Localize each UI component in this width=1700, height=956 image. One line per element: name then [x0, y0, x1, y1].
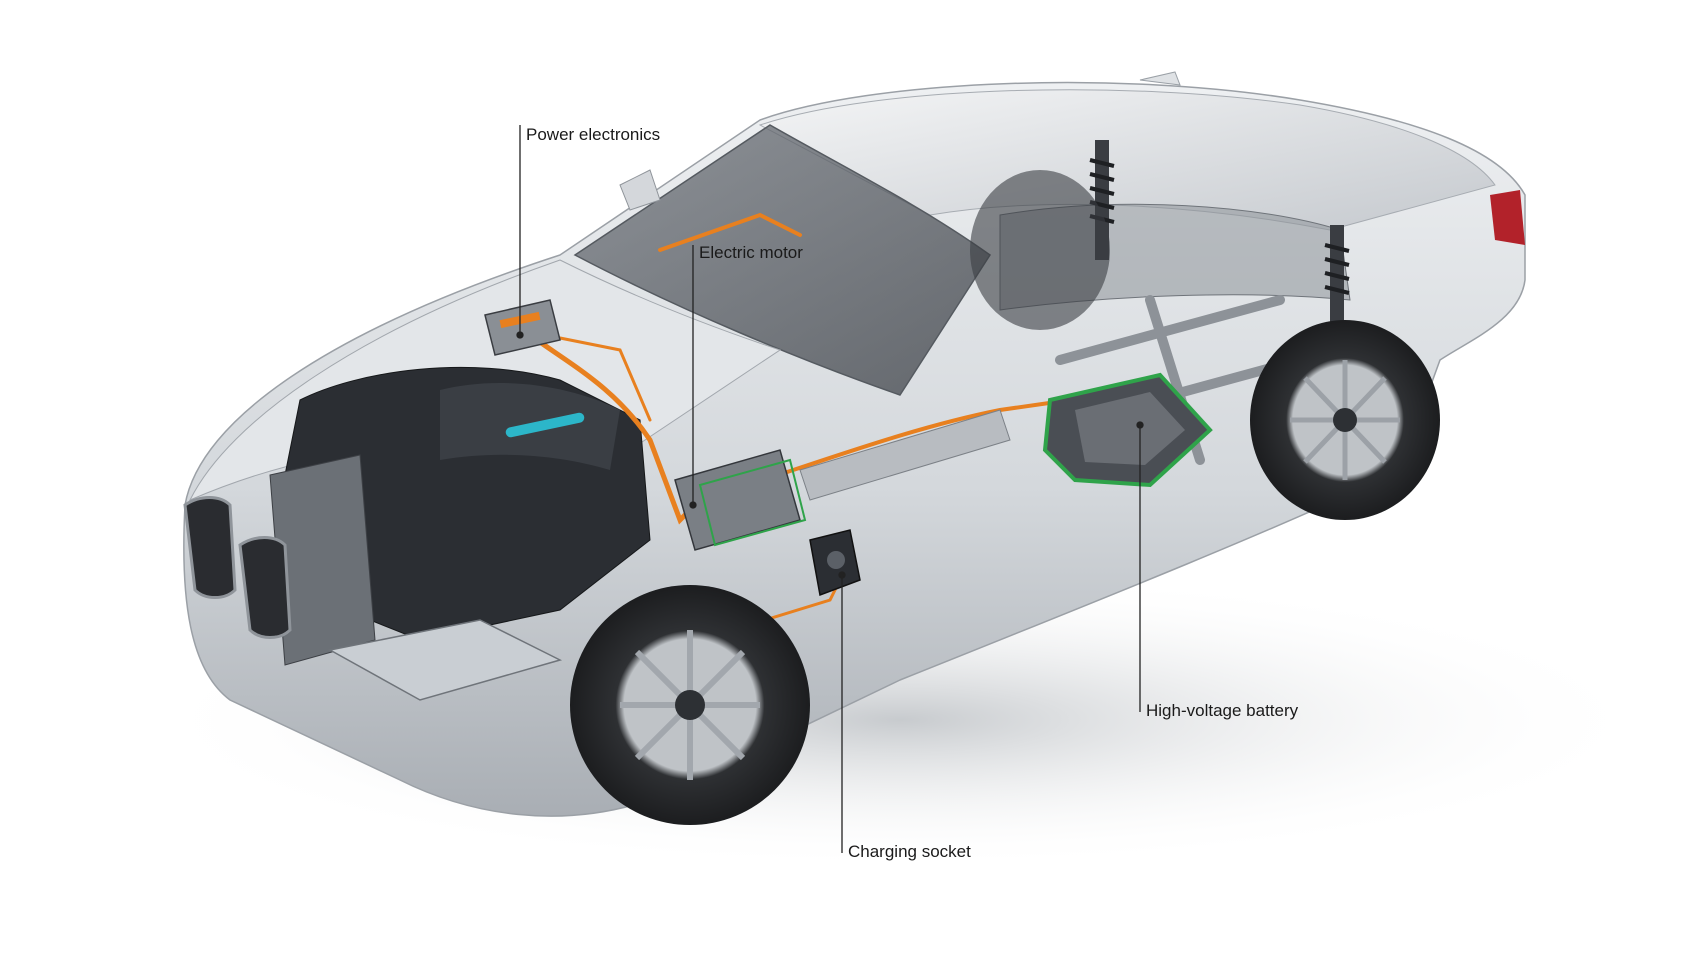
callout-lines	[516, 125, 1144, 853]
interior-accent	[658, 212, 802, 252]
front-grille	[183, 496, 237, 599]
front-wheel-hub	[675, 690, 705, 720]
callout-electric-motor: Electric motor	[699, 243, 803, 262]
engine-badge	[505, 412, 585, 438]
headlight	[327, 619, 563, 701]
charging-socket-port	[827, 551, 845, 569]
rear-wheel-hub	[1333, 408, 1357, 432]
driveshaft	[799, 409, 1011, 501]
power-electronics-unit	[484, 299, 561, 356]
front-grille-right	[238, 536, 292, 639]
motor-green-ring	[698, 458, 807, 547]
rear-inner-wheel	[970, 170, 1110, 330]
side-mirror	[619, 169, 661, 211]
electric-motor	[674, 449, 801, 551]
callout-power-electronics: Power electronics	[526, 125, 661, 144]
callout-charging-socket: Charging socket	[848, 842, 971, 861]
battery-cells	[1075, 392, 1185, 465]
windshield-glass	[573, 124, 992, 396]
callout-high-voltage-battery: High-voltage battery	[1146, 701, 1299, 720]
shark-fin-antenna	[1139, 71, 1181, 86]
rear-right-strut	[1324, 225, 1350, 335]
tail-light	[1490, 190, 1525, 245]
